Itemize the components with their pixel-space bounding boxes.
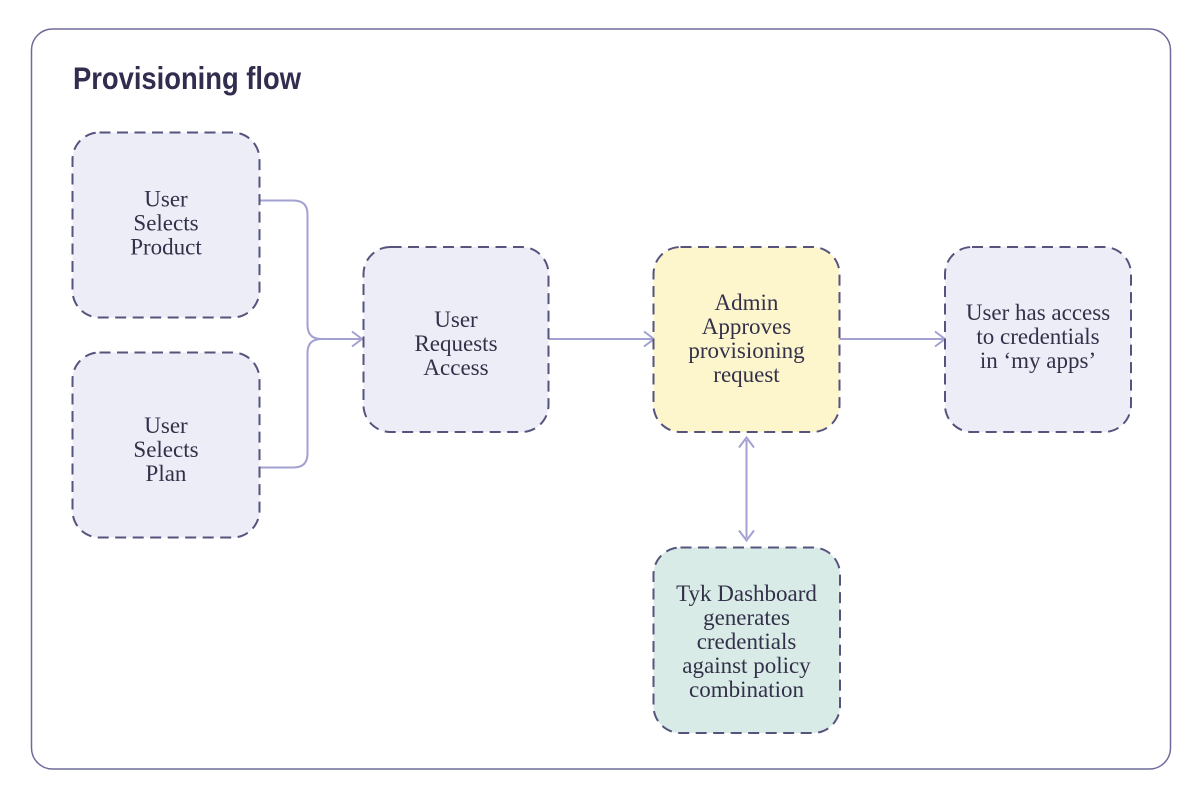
svg-text:credentials: credentials — [697, 629, 797, 654]
svg-text:Product: Product — [130, 235, 202, 260]
svg-text:Admin: Admin — [715, 290, 779, 315]
svg-text:request: request — [713, 362, 780, 387]
svg-text:against policy: against policy — [682, 653, 811, 678]
svg-text:provisioning: provisioning — [688, 338, 805, 363]
svg-text:User: User — [144, 413, 188, 438]
svg-text:Plan: Plan — [146, 461, 187, 486]
svg-text:generates: generates — [703, 605, 790, 630]
svg-text:User: User — [144, 187, 188, 212]
svg-text:combination: combination — [689, 677, 804, 702]
svg-text:User: User — [434, 307, 478, 332]
svg-text:in ‘my apps’: in ‘my apps’ — [980, 348, 1096, 373]
svg-text:User has access: User has access — [966, 300, 1110, 325]
svg-text:to credentials: to credentials — [976, 324, 1099, 349]
svg-text:Provisioning flow: Provisioning flow — [73, 60, 301, 96]
svg-text:Selects: Selects — [133, 437, 198, 462]
svg-text:Tyk Dashboard: Tyk Dashboard — [676, 581, 817, 606]
svg-text:Approves: Approves — [702, 314, 791, 339]
svg-text:Requests: Requests — [414, 331, 497, 356]
svg-text:Access: Access — [423, 355, 488, 380]
svg-text:Selects: Selects — [133, 211, 198, 236]
